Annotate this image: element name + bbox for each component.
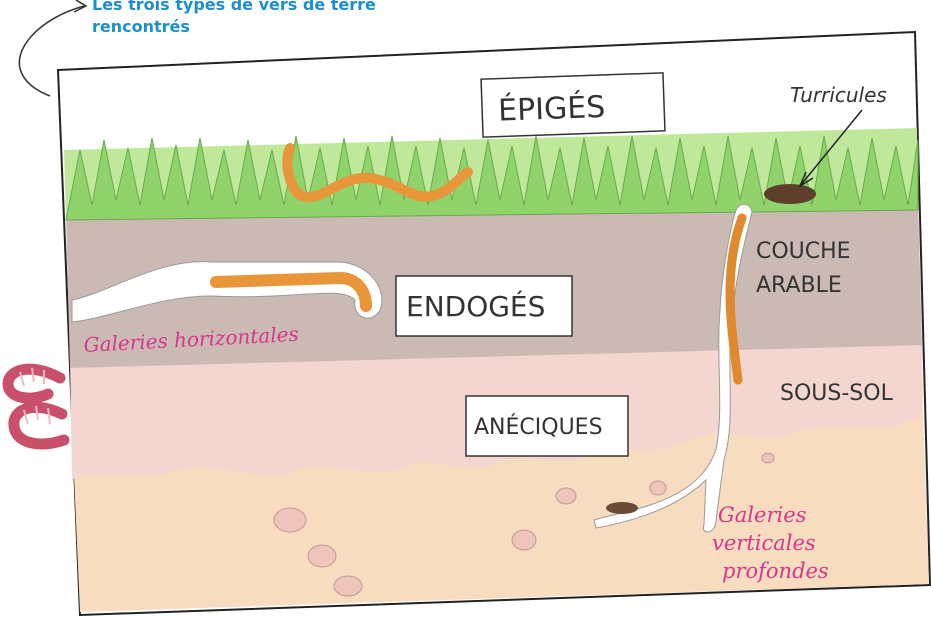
turricules-pile — [764, 184, 816, 204]
label-galeries-verticales-3: profondes — [722, 559, 829, 583]
label-couche: COUCHE — [756, 239, 851, 264]
label-epiges: ÉPIGÉS — [498, 89, 606, 129]
label-galeries-verticales-1: Galeries — [718, 503, 807, 527]
anecic-burrow-soil — [606, 502, 638, 514]
label-arable: ARABLE — [756, 273, 842, 298]
caption-arrow-head — [74, 0, 86, 12]
label-galeries-verticales-2: verticales — [712, 531, 816, 555]
label-endoges: ENDOGÉS — [406, 289, 545, 323]
label-aneciques: ANÉCIQUES — [474, 414, 603, 440]
label-sous-sol: SOUS-SOL — [780, 381, 894, 406]
label-turricules: Turricules — [790, 83, 887, 107]
